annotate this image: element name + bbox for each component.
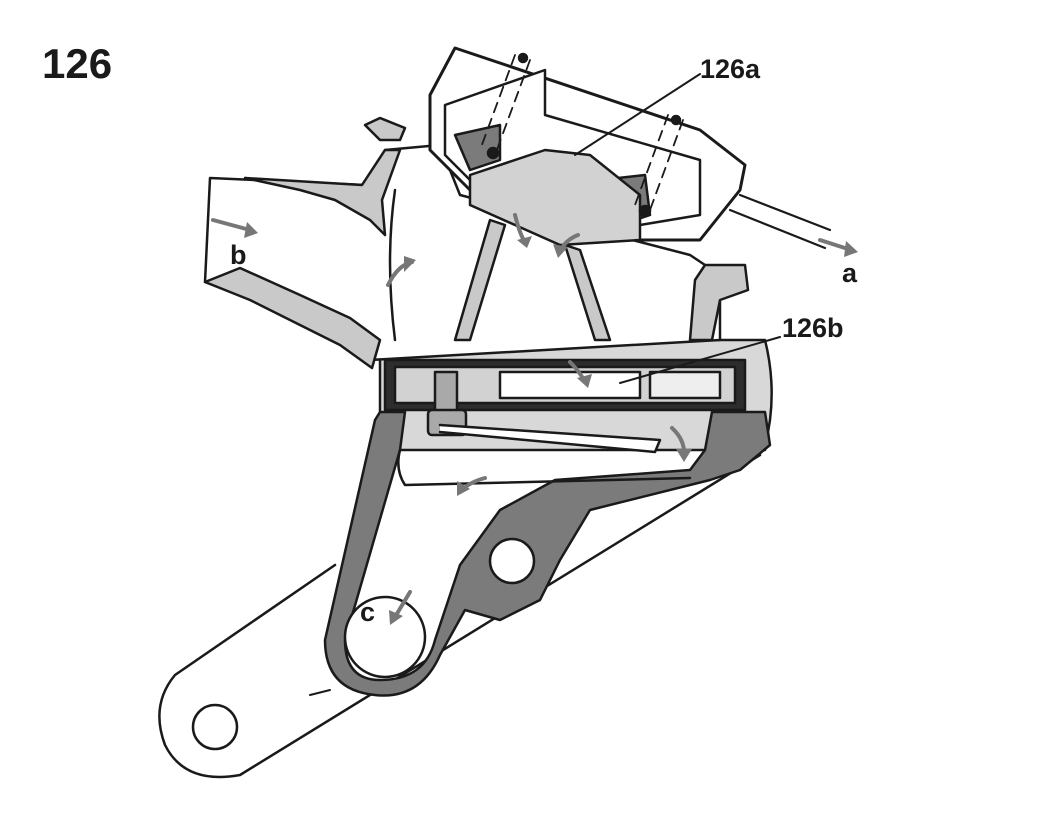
callout-126a: 126a (700, 54, 761, 84)
diaphragm-plate (468, 148, 642, 247)
left-mount-tab (363, 116, 407, 142)
right-divider (563, 243, 612, 342)
electrical-lead (728, 208, 827, 250)
lower-channel (309, 410, 772, 697)
leader-lines (574, 73, 781, 384)
throttle-plate-126b (383, 358, 747, 437)
throttle-screw (433, 370, 459, 414)
electrical-lead (738, 193, 832, 232)
inlet-duct-top-wall (243, 148, 402, 237)
solenoid-valve-126a (363, 46, 832, 250)
upper-housing (203, 143, 750, 370)
valve-seat-left (453, 123, 502, 172)
callout-126b: 126b (782, 313, 844, 343)
inlet-duct-bottom-wall (203, 266, 382, 370)
right-flange (688, 263, 750, 342)
callout-port-b: b (230, 240, 247, 270)
figure-number: 126 (42, 40, 113, 87)
port-c-opening (343, 595, 427, 679)
duct-inner-edge (388, 188, 397, 342)
callout-port-a: a (842, 258, 858, 288)
callout-port-c: c (360, 597, 376, 627)
dowel-hole (488, 537, 536, 585)
flow-arrows (211, 213, 858, 625)
mounting-hole (191, 703, 239, 751)
center-divider (453, 218, 507, 342)
pressure-tube (309, 689, 331, 696)
